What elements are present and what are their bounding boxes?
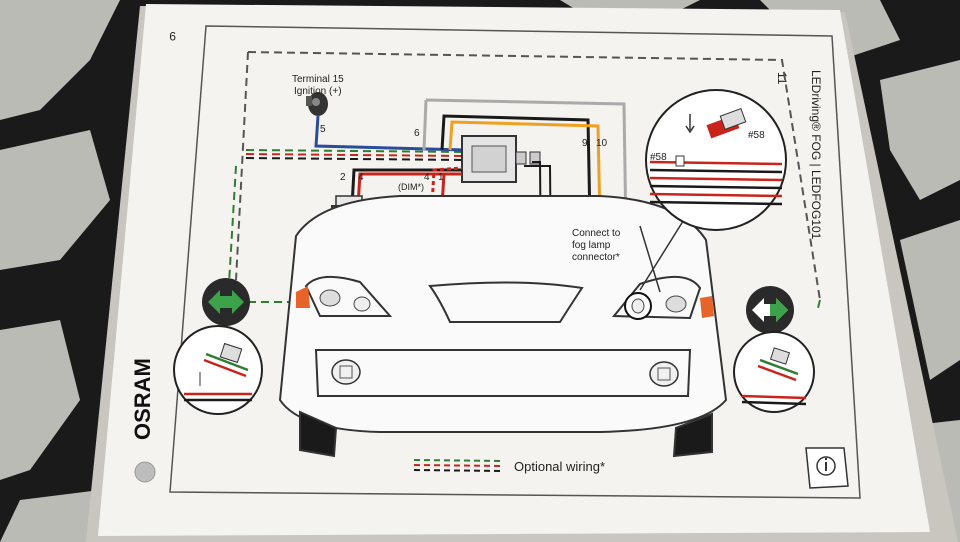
legend-swatch [413,459,505,472]
ignition-key-icon [306,92,328,116]
diagram-frame [169,25,861,499]
wire-grey-6 [425,98,628,237]
wire-number-9: 9 [582,138,588,149]
green-arrow-right-icon [746,286,794,334]
wire-number-2: 2 [340,172,346,183]
relay-label-left: #58 [650,152,667,163]
relay-detail-top [639,89,787,291]
relay-detail-right [733,331,815,413]
wire-orange-10 [448,120,602,223]
wire-grey-6-drop [422,99,428,151]
control-unit [461,135,541,183]
wire-number-6: 6 [414,128,420,139]
indicator-left-icon [296,286,310,308]
side-title: LEDriving® FOG | LEDFOG101 [809,70,823,240]
connect-note-line1: Connect to [572,228,621,239]
fog-lamp-left-icon [331,359,361,385]
brand-logo-icon [134,461,156,483]
wire-red-dim [430,166,463,207]
wire-number-1: 1 [438,172,444,183]
wire-number-4b: 4 [424,172,430,183]
headlight-right-icon [624,292,687,320]
dim-label: (DIM*) [398,182,424,192]
connect-note-pointer [639,225,661,293]
car-outline [278,195,728,458]
green-arrow-left-icon [202,278,250,326]
relay-label-right: #58 [748,130,765,141]
page-number: 9 [169,29,176,43]
relay-detail-left [173,325,263,415]
page-number-right: 11 [775,72,789,85]
wire-number-10: 10 [596,138,608,149]
headlight-left-icon [319,289,371,312]
fog-lamp-right-icon [649,361,679,387]
legend-label: Optional wiring* [514,459,605,474]
optional-wiring [227,51,821,309]
info-icon [805,447,849,489]
brand-logo-text: OSRAM [130,358,155,440]
indicator-right-icon [700,296,714,318]
connect-note-line3: connector* [572,252,620,263]
wire-black-2 [350,168,462,207]
wire-number-5: 5 [320,124,326,135]
connect-note-line2: fog lamp [572,240,611,251]
wire-number-4a: 4 [358,172,364,183]
terminal-label-line1: Terminal 15 [292,74,344,85]
terminal-label-line2: Ignition (+) [294,86,342,97]
wire-blue-ignition [314,115,467,152]
wire-black-9 [440,114,592,223]
